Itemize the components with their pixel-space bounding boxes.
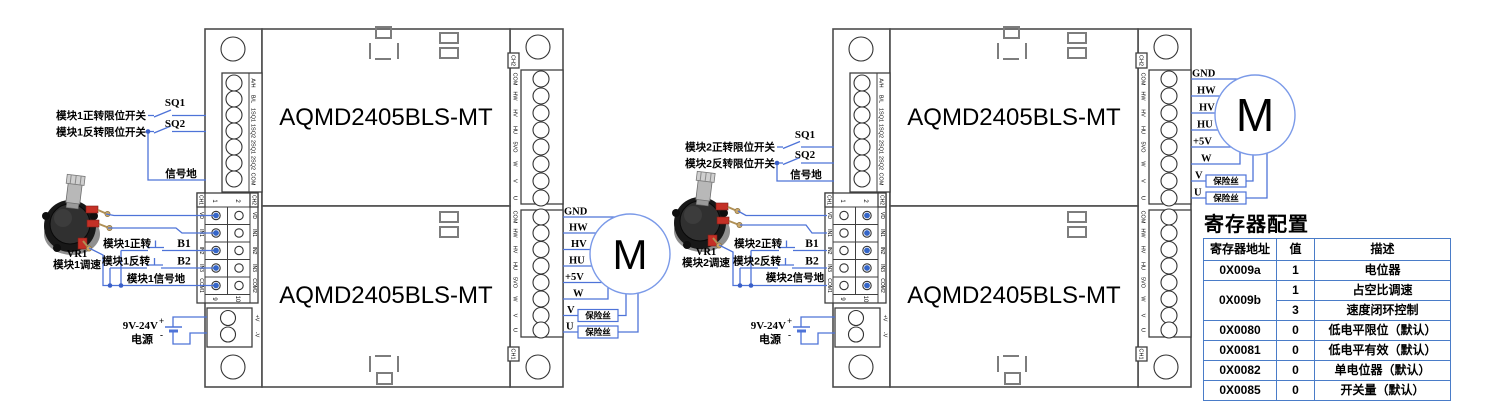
- module1-board-instance: [196, 26, 564, 388]
- sig-gnd-label: 模块1信号地: [127, 272, 186, 285]
- module2-potentiometer: [671, 170, 744, 253]
- pin-u: U: [1194, 188, 1202, 199]
- sq1-label: SQ1: [795, 129, 815, 141]
- register-config-title: 寄存器配置: [1204, 214, 1309, 236]
- table-row: 0X009a 1 电位器: [1203, 260, 1451, 281]
- pin-hu: HU: [569, 256, 585, 267]
- table-row: 0X009b 1 占空比调速: [1203, 280, 1451, 321]
- reg-val: 0: [1276, 380, 1315, 401]
- header-register-address: 寄存器地址: [1203, 238, 1277, 261]
- power-label: 电源: [759, 332, 781, 346]
- sq1-label: SQ1: [165, 97, 185, 109]
- reg-desc: 占空比调速: [1314, 280, 1451, 301]
- fuse-label: 保险丝: [1212, 176, 1239, 186]
- pin-u: U: [566, 322, 574, 333]
- pin-w: W: [573, 289, 584, 300]
- sig-gnd-label: 模块2信号地: [766, 271, 825, 284]
- fwd-limit-label: 模块1正转限位开关: [56, 109, 146, 122]
- minus-sign: -: [788, 330, 791, 340]
- fuse-label: 保险丝: [584, 327, 611, 337]
- table-row: 0X0081 0 低电平有效（默认）: [1203, 340, 1451, 361]
- sq2-label: SQ2: [165, 118, 186, 130]
- header-description: 描述: [1314, 238, 1451, 261]
- pin-v: V: [1195, 171, 1203, 182]
- table-row: 0X0080 0 低电平限位（默认）: [1203, 320, 1451, 341]
- pin-v: V: [567, 305, 575, 316]
- pin-hv: HV: [571, 239, 587, 250]
- reg-val: 3: [1276, 300, 1315, 321]
- header-value: 值: [1276, 238, 1315, 261]
- reg-addr: 0X0080: [1203, 320, 1277, 341]
- register-config-panel: 寄存器配置 寄存器地址 值 描述 0X009a 1 电位器 0X009b 1 占…: [1203, 208, 1451, 401]
- b2-label: B2: [805, 256, 819, 268]
- vr1-label: VR1: [67, 249, 87, 260]
- reg-desc: 低电平有效（默认）: [1314, 340, 1451, 361]
- register-config-table: 寄存器地址 值 描述 0X009a 1 电位器 0X009b 1 占空比调速 3…: [1203, 238, 1451, 401]
- b2-label: B2: [177, 256, 191, 268]
- plus-sign: +: [159, 316, 164, 326]
- vr1-desc-label: 模块2调速: [682, 256, 730, 269]
- rev-limit-label: 模块2反转限位开关: [685, 157, 775, 170]
- voltage-label: 9V-24V: [751, 320, 786, 332]
- fwd-label: 模块1正转: [103, 237, 151, 250]
- motor-circle: [1214, 74, 1296, 156]
- motor-m: M: [613, 231, 648, 278]
- reg-desc: 电位器: [1314, 260, 1451, 281]
- reg-desc: 开关量（默认）: [1314, 380, 1451, 401]
- pin-hu: HU: [1197, 120, 1213, 131]
- fwd-label: 模块2正转: [734, 237, 782, 250]
- vr1-desc-label: 模块1调速: [53, 258, 101, 271]
- module1-potentiometer: [41, 173, 114, 256]
- rev-label: 模块1反转: [102, 255, 150, 268]
- pin-hw: HW: [569, 223, 588, 234]
- pin-gnd: GND: [1192, 69, 1216, 80]
- fwd-limit-label: 模块2正转限位开关: [685, 141, 775, 154]
- signal-gnd-label: 信号地: [165, 167, 197, 180]
- reg-addr: 0X0085: [1203, 380, 1277, 401]
- pin-5v: +5V: [1193, 137, 1212, 148]
- table-header-row: 寄存器地址 值 描述: [1203, 238, 1451, 261]
- reg-desc: 低电平限位（默认）: [1314, 320, 1451, 341]
- reg-desc: 速度闭环控制: [1314, 300, 1451, 321]
- pin-hw: HW: [1197, 86, 1216, 97]
- reg-val: 0: [1276, 340, 1315, 361]
- pin-hv: HV: [1199, 103, 1215, 114]
- rev-limit-label: 模块1反转限位开关: [56, 126, 146, 139]
- motor-m: M: [1236, 89, 1274, 141]
- pin-gnd: GND: [564, 207, 588, 218]
- power-label: 电源: [131, 332, 153, 346]
- module1-wiring: SQ1 SQ2 模块1正转限位开关 模块1反转限位开关 信号地 模块1正转 模块…: [53, 97, 671, 346]
- reg-addr: 0X009a: [1203, 260, 1277, 281]
- b1-label: B1: [805, 238, 819, 250]
- table-row: 0X0085 0 开关量（默认）: [1203, 380, 1451, 401]
- vr1-label: VR1: [696, 247, 716, 258]
- reg-val: 1: [1276, 280, 1315, 301]
- fuse-label: 保险丝: [584, 311, 611, 321]
- motor-circle: [589, 213, 671, 295]
- b1-label: B1: [177, 238, 191, 250]
- reg-desc: 单电位器（默认）: [1314, 360, 1451, 381]
- module2-board-instance: [824, 26, 1192, 388]
- rev-label: 模块2反转: [733, 255, 781, 268]
- pin-5v: +5V: [565, 272, 584, 283]
- plus-sign: +: [787, 316, 792, 326]
- sq2-label: SQ2: [795, 149, 816, 161]
- reg-addr: 0X009b: [1203, 280, 1277, 321]
- reg-val: 0: [1276, 320, 1315, 341]
- pin-w: W: [1201, 154, 1212, 165]
- module2-wiring: SQ1 SQ2 模块2正转限位开关 模块2反转限位开关 信号地 模块2正转 模块…: [682, 69, 1296, 346]
- fuse-label: 保险丝: [1212, 193, 1239, 203]
- reg-addr: 0X0081: [1203, 340, 1277, 361]
- table-row: 0X0082 0 单电位器（默认）: [1203, 360, 1451, 381]
- table-row: 3 速度闭环控制: [1204, 300, 1451, 321]
- reg-val: 1: [1276, 260, 1315, 281]
- signal-gnd-label: 信号地: [790, 168, 822, 181]
- reg-addr: 0X0082: [1203, 360, 1277, 381]
- voltage-label: 9V-24V: [123, 320, 158, 332]
- reg-val: 0: [1276, 360, 1315, 381]
- minus-sign: -: [160, 330, 163, 340]
